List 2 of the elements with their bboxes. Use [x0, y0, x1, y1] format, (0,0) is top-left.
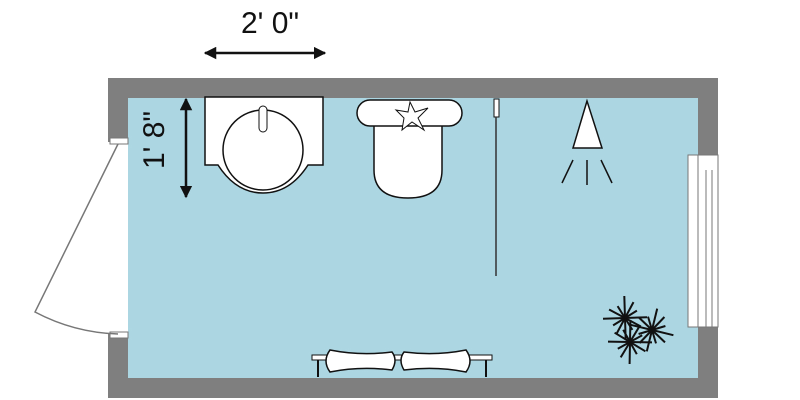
- dimension-label: 2' 0": [241, 9, 300, 39]
- dimension-label: 1' 8": [140, 110, 170, 170]
